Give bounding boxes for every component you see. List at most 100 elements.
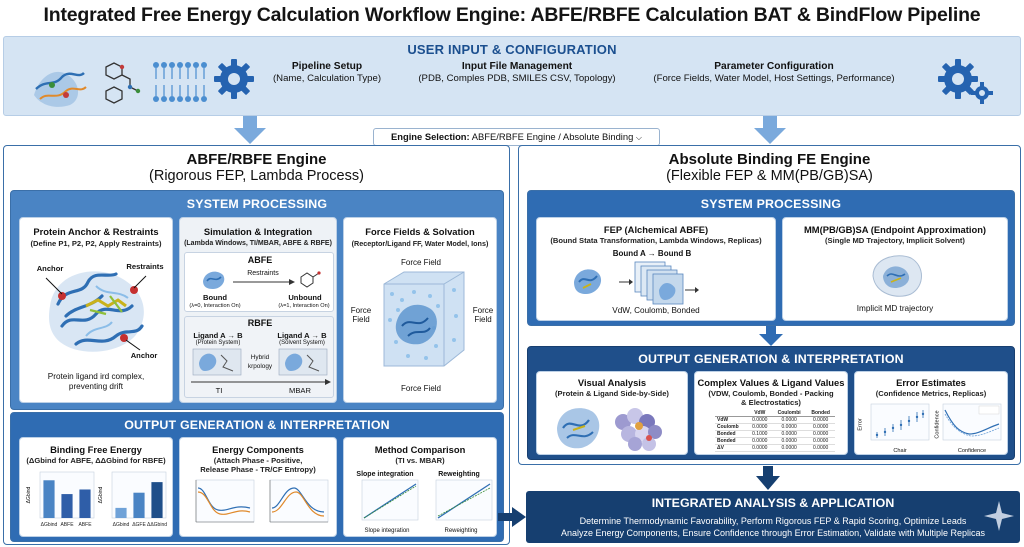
- unbound-sub-label: (λ=1, Interaction On): [278, 303, 330, 309]
- integrated-analysis-line-1: Determine Thermodynamic Favorability, Pe…: [579, 516, 967, 526]
- bound-label: Bound: [202, 293, 228, 302]
- restraints-label: Restraints: [126, 262, 164, 271]
- table-cell: 0.0000: [772, 437, 807, 445]
- sparkle-icon: [984, 501, 1014, 531]
- table-cell: 0.0000: [806, 416, 835, 424]
- x-tick-label: ΔGFE: [132, 522, 146, 528]
- timeline-arrow-icon: [191, 379, 331, 385]
- side-by-side-visual: [557, 408, 662, 451]
- energy-components-subtitle-1: (Attach Phase - Positive,: [213, 456, 303, 465]
- x-tick-label: ΔΔGbind: [147, 522, 167, 528]
- rbfe-subpanel-title: RBFE: [247, 318, 273, 328]
- pipeline-setup-desc: (Name, Calculation Type): [272, 73, 382, 84]
- rbfe-right-sub: (Solvent System): [279, 340, 325, 346]
- table-cell: 0.0000: [806, 430, 835, 438]
- x-tick-label: ΔGbind: [41, 522, 58, 528]
- simulation-title: Simulation & Integration: [203, 226, 313, 237]
- engine-selection-value: ABFE/RBFE Engine / Absolute Binding: [471, 131, 634, 142]
- gear-icon: [214, 59, 254, 99]
- abfe-subpanel: ABFE Restraints Bound (λ=0, Interaction …: [184, 252, 334, 312]
- bar: [115, 507, 127, 518]
- table-cell: 0.0000: [747, 444, 772, 452]
- confidence-curve-chart: [942, 403, 1002, 441]
- table-cell: 0.0000: [806, 437, 835, 445]
- abfe-engine-subtitle: (Rigorous FEP, Lambda Process): [149, 168, 364, 184]
- abfe-output-title: OUTPUT GENERATION & INTERPRETATION: [124, 418, 390, 432]
- table-header: Coulombi: [772, 410, 807, 417]
- reweighting-title: Reweighting: [438, 471, 480, 478]
- ligand-molecule-icon: [105, 62, 141, 104]
- user-input-panel: USER INPUT & CONFIGURATION: [3, 36, 1021, 146]
- restraints-arrow-label: Restraints: [247, 270, 279, 277]
- rbfe-left-title: Ligand A → B: [193, 331, 243, 340]
- fep-subtitle: (Bound Stata Transformation, Lambda Wind…: [550, 236, 762, 245]
- table-cell: 0.0000: [747, 437, 772, 445]
- protein-anchor-title: Protein Anchor & Restraints: [33, 226, 159, 237]
- fep-transition-label: Bound A → Bound B: [612, 249, 692, 258]
- arrow-down-icon: [759, 326, 783, 346]
- binding-free-energy-card: Binding Free Energy (ΔGbind for ABFE, ΔΔ…: [19, 437, 173, 537]
- abfe-output-panel: OUTPUT GENERATION & INTERPRETATION Bindi…: [10, 412, 504, 542]
- slope-integration-title: Slope integration: [356, 471, 414, 478]
- complex-values-card: Complex Values & Ligand Values (VDW, Cou…: [694, 371, 848, 455]
- page-title: Integrated Free Energy Calculation Workf…: [43, 4, 981, 26]
- force-fields-subtitle: (Receptor/Ligand FF, Water Model, Ions): [351, 239, 489, 248]
- bound-protein-image: [203, 271, 225, 289]
- method-comparison-subtitle: (TI vs. MBAR): [395, 456, 445, 465]
- lambda-windows-stack: [619, 261, 699, 305]
- ti-label: TI: [215, 386, 223, 395]
- y-axis-label: ΔGbind: [98, 486, 104, 503]
- absolute-output-title: OUTPUT GENERATION & INTERPRETATION: [638, 352, 904, 366]
- complex-values-subtitle-1: (VDW, Coulomb, Bonded - Packing: [708, 389, 834, 398]
- error-right-ylabel: Confidence: [934, 410, 941, 439]
- protein-anchor-subtitle: (Define P1, P2, P2, Apply Restraints): [30, 239, 162, 248]
- simulation-subtitle: (Lambda Windows, TI/MBAR, ABFE & RBFE): [184, 240, 332, 247]
- rbfe-right-title: Ligand A → B: [277, 331, 327, 340]
- bar: [79, 489, 91, 518]
- visual-analysis-subtitle: (Protein & Ligand Side-by-Side): [555, 389, 669, 398]
- table-cell: VdW: [715, 416, 748, 424]
- integrated-analysis-line-2: Analyze Energy Components, Ensure Confid…: [560, 528, 986, 538]
- force-fields-title: Force Fields & Solvation: [365, 226, 475, 237]
- table-cell: 0.0000: [772, 423, 807, 431]
- error-estimates-card: Error Estimates (Confidence Metrics, Rep…: [854, 371, 1008, 455]
- solvation-box-image: [383, 271, 465, 367]
- reweighting-chart: [435, 479, 493, 521]
- arrow-right-icon: [233, 279, 295, 285]
- table-cell: Bonded: [715, 430, 748, 438]
- table-header: Bonded: [806, 410, 835, 417]
- abfe-engine-title: ABFE/RBFE Engine: [186, 151, 327, 168]
- rbfe-left-sub: (Protein System): [195, 340, 241, 346]
- force-fields-card: Force Fields & Solvation (Receptor/Ligan…: [343, 217, 497, 403]
- mbar-label: MBAR: [289, 386, 311, 395]
- complex-values-title: Complex Values & Ligand Values: [697, 377, 845, 388]
- absolute-system-processing-title: SYSTEM PROCESSING: [700, 197, 842, 211]
- binding-free-energy-title: Binding Free Energy: [50, 444, 142, 455]
- force-field-bottom-label: Force Field: [400, 384, 441, 393]
- error-left-xlabel: Chair: [893, 448, 907, 454]
- abfe-system-processing: SYSTEM PROCESSING Protein Anchor & Restr…: [10, 190, 504, 410]
- absolute-output-panel: OUTPUT GENERATION & INTERPRETATION Visua…: [527, 346, 1015, 460]
- pipeline-setup: Pipeline Setup (Name, Calculation Type): [272, 61, 382, 85]
- force-field-right-label: Force Field: [472, 306, 494, 324]
- bar: [133, 492, 145, 518]
- arrow-down-icon: [756, 466, 780, 490]
- engine-selection-dropdown[interactable]: Engine Selection: ABFE/RBFE Engine / Abs…: [373, 128, 660, 146]
- unbound-label: Unbound: [288, 293, 322, 302]
- implicit-solvent-image: [872, 255, 922, 297]
- rbfe-subpanel: RBFE Ligand A → B (Protein System) Ligan…: [184, 316, 334, 398]
- reweighting-xlabel: Reweighting: [444, 528, 478, 534]
- arrow-down-icon: [754, 116, 786, 144]
- simulation-card: Simulation & Integration (Lambda Windows…: [179, 217, 337, 403]
- absolute-engine-subtitle: (Flexible FEP & MM(PB/GB)SA): [666, 168, 873, 184]
- hybrid-topology-label: Hybrid krpology: [247, 354, 273, 370]
- bar: [61, 494, 73, 518]
- arrow-right-icon: [498, 507, 526, 527]
- table-cell: 0.0000: [772, 416, 807, 424]
